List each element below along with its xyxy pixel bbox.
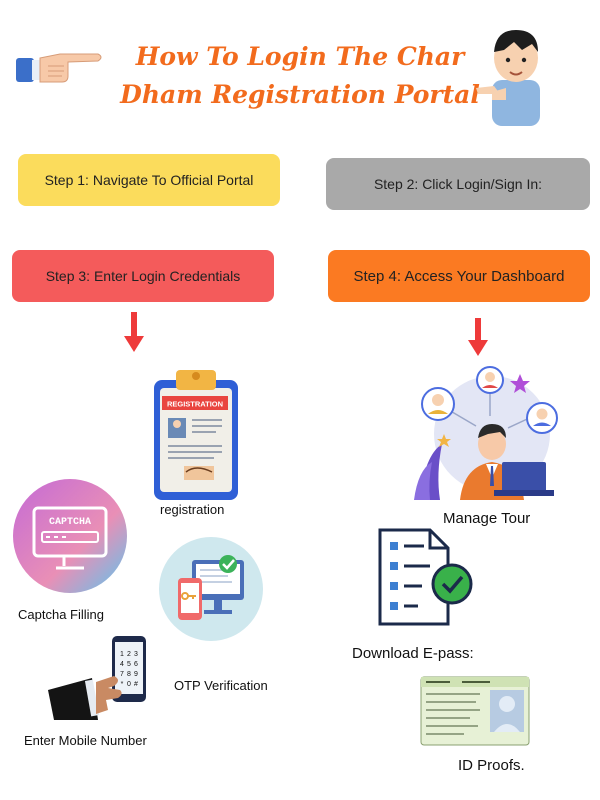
title-line-2: Dham Registration Portal bbox=[120, 80, 480, 109]
down-arrow-icon bbox=[124, 312, 144, 352]
step-3-box: Step 3: Enter Login Credentials bbox=[12, 250, 274, 302]
svg-text:0: 0 bbox=[127, 681, 131, 688]
svg-text:8: 8 bbox=[127, 671, 131, 678]
step-2-label: Step 2: Click Login/Sign In: bbox=[373, 176, 543, 192]
otp-caption: OTP Verification bbox=[174, 678, 268, 693]
id-card-icon bbox=[420, 676, 530, 746]
svg-text:4: 4 bbox=[120, 661, 124, 668]
svg-text:2: 2 bbox=[127, 651, 131, 658]
svg-text:#: # bbox=[134, 681, 138, 688]
step-4-label: Step 4: Access Your Dashboard bbox=[353, 267, 565, 285]
step-1-label: Step 1: Navigate To Official Portal bbox=[44, 172, 254, 188]
down-arrow-icon bbox=[468, 318, 488, 356]
boy-pointing-icon bbox=[476, 30, 540, 126]
captcha-caption: Captcha Filling bbox=[18, 607, 104, 622]
svg-text:3: 3 bbox=[134, 651, 138, 658]
mobile-caption: Enter Mobile Number bbox=[24, 733, 147, 748]
otp-devices-icon bbox=[159, 537, 263, 641]
registration-caption: registration bbox=[160, 502, 225, 517]
svg-text:9: 9 bbox=[134, 671, 138, 678]
registration-card-title: REGISTRATION bbox=[167, 400, 223, 409]
step-1-box: Step 1: Navigate To Official Portal bbox=[18, 154, 280, 206]
manager-laptop-icon bbox=[414, 366, 558, 500]
step-4-box: Step 4: Access Your Dashboard bbox=[328, 250, 590, 302]
svg-text:*: * bbox=[121, 681, 124, 688]
svg-text:5: 5 bbox=[127, 661, 131, 668]
svg-text:6: 6 bbox=[134, 661, 138, 668]
manage-caption: Manage Tour bbox=[443, 510, 531, 527]
svg-text:1: 1 bbox=[120, 651, 124, 658]
captcha-screen-text: CAPTCHA bbox=[49, 517, 91, 528]
pointing-hand-icon bbox=[16, 53, 102, 83]
svg-text:7: 7 bbox=[120, 671, 124, 678]
clipboard-icon: REGISTRATION bbox=[154, 370, 238, 500]
captcha-monitor-icon: CAPTCHA bbox=[13, 479, 127, 593]
page-title: How To Login The Char Dham Registration … bbox=[70, 38, 530, 114]
checklist-document-icon bbox=[378, 528, 473, 626]
id-caption: ID Proofs. bbox=[458, 757, 525, 774]
step-3-label: Step 3: Enter Login Credentials bbox=[45, 268, 241, 284]
download-caption: Download E-pass: bbox=[352, 645, 474, 662]
title-line-1: How To Login The Char bbox=[135, 42, 465, 71]
step-2-box: Step 2: Click Login/Sign In: bbox=[326, 158, 590, 210]
